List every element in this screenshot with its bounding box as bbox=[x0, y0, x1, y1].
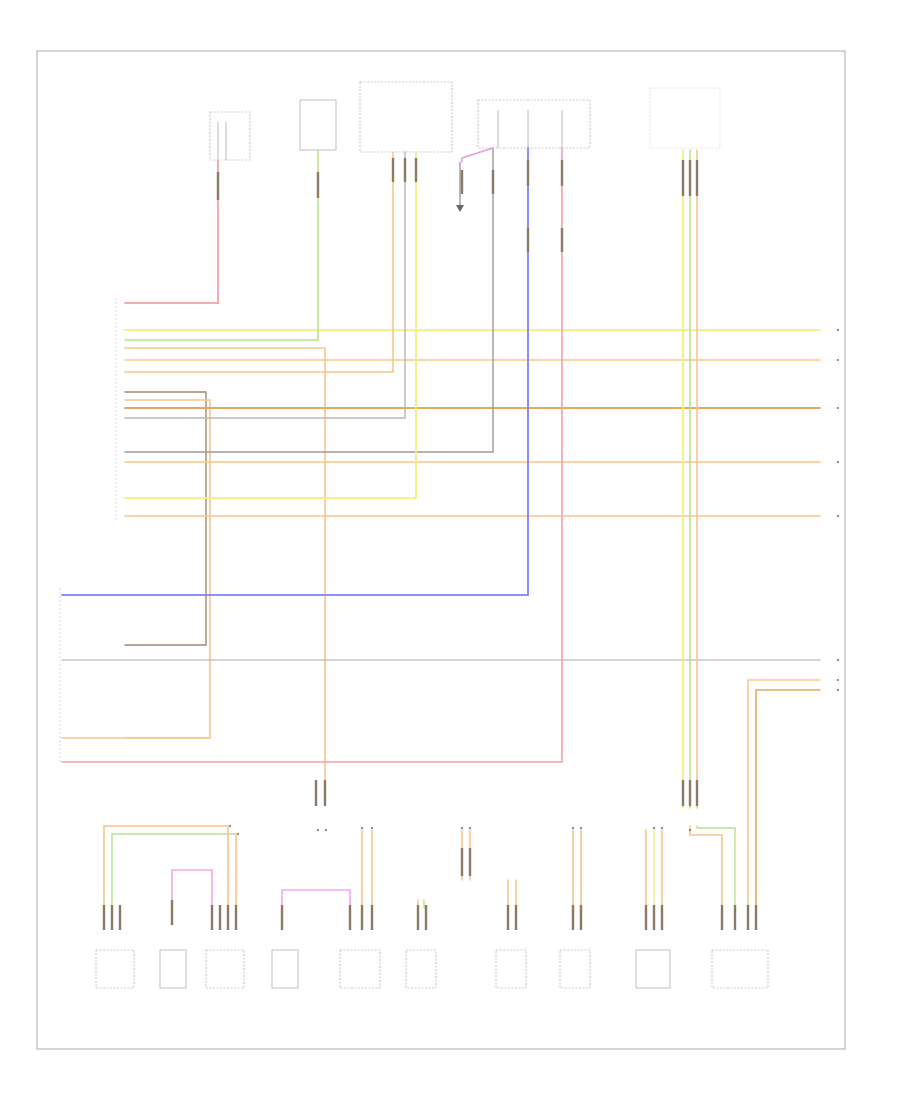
wire-blue bbox=[61, 147, 529, 596]
bottom-component-1 bbox=[95, 949, 135, 989]
wire-red-fuse bbox=[61, 147, 563, 763]
wires bbox=[61, 147, 821, 909]
bottom-component-7 bbox=[495, 949, 527, 989]
top-component-hot-fuse-left bbox=[209, 111, 251, 161]
bottom-component-6 bbox=[405, 949, 437, 989]
wire-bottom-magenta-2 bbox=[281, 889, 351, 909]
bottom-component-5 bbox=[339, 949, 381, 989]
wire-red-feed bbox=[124, 159, 219, 304]
wire-magenta-top bbox=[461, 147, 494, 163]
bottom-component-9 bbox=[635, 949, 671, 989]
bottom-component-2 bbox=[159, 949, 187, 989]
wire-orange-right-b bbox=[755, 689, 821, 909]
ground-symbol-top bbox=[456, 162, 464, 212]
wire-bottom-magenta-1 bbox=[171, 869, 213, 909]
wire-bottom-orange-1 bbox=[103, 825, 229, 909]
bottom-component-3 bbox=[205, 949, 245, 989]
bottom-component-8 bbox=[559, 949, 591, 989]
diagram-frame bbox=[36, 50, 846, 1050]
wire-gray-cluster bbox=[124, 151, 406, 419]
bottom-component-4 bbox=[271, 949, 299, 989]
wire-orange-cluster bbox=[124, 151, 394, 373]
top-component-fuse-block-right bbox=[477, 99, 591, 149]
wire-gray-fuse bbox=[124, 147, 494, 453]
connector-stubs bbox=[216, 158, 699, 876]
wire-orange-2 bbox=[124, 347, 326, 791]
wire-orange-right-a bbox=[747, 679, 821, 909]
wire-bottom-green-1 bbox=[111, 833, 237, 909]
bottom-components bbox=[95, 949, 769, 989]
top-component-instrument-cluster bbox=[359, 81, 453, 153]
wire-steer-down bbox=[689, 825, 723, 909]
wire-brown-1 bbox=[124, 391, 207, 646]
wire-green-engine bbox=[124, 149, 319, 341]
wire-yellow-cluster bbox=[124, 151, 417, 499]
wire-steer-down-2 bbox=[696, 825, 736, 909]
bottom-connector-stubs bbox=[102, 900, 758, 930]
wire-orange-4 bbox=[124, 399, 211, 739]
top-component-steering-module bbox=[649, 87, 721, 149]
top-component-engine-control bbox=[299, 99, 337, 151]
junction-dots bbox=[229, 329, 839, 835]
bottom-component-10 bbox=[711, 949, 769, 989]
